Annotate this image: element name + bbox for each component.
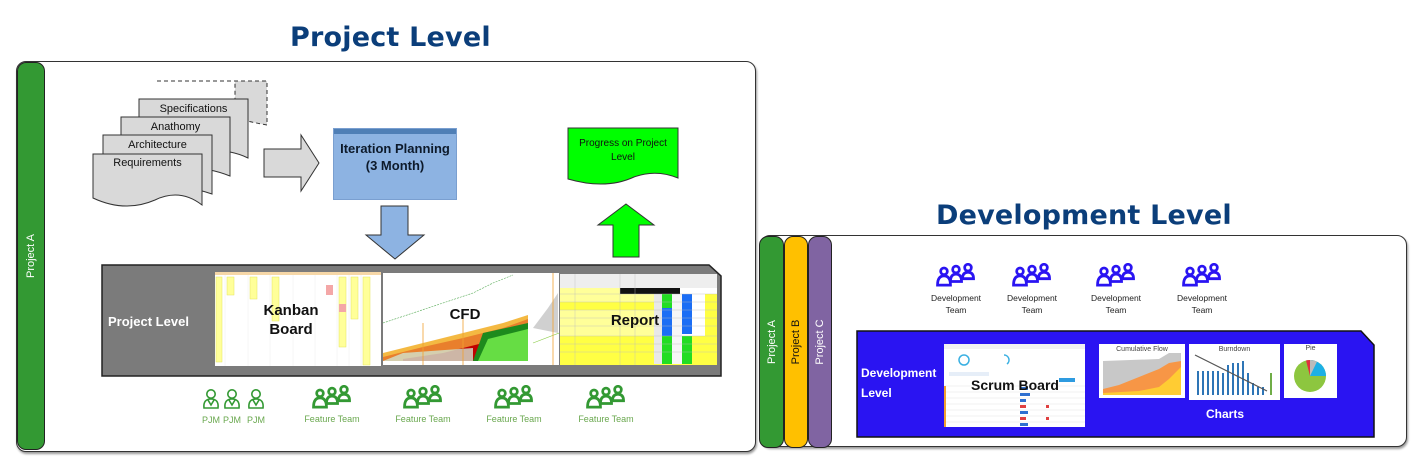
feature-team: Feature Team — [300, 384, 364, 424]
doc-label-specifications: Specifications — [159, 103, 228, 115]
pie-chart[interactable]: Pie — [1284, 344, 1337, 398]
arrow-up-icon — [596, 203, 656, 258]
iteration-header-bar — [334, 129, 456, 134]
kanban-caption-line2: Board — [269, 321, 313, 338]
person-icon — [244, 388, 268, 415]
arrow-right-icon — [263, 133, 320, 193]
cfd-chart — [383, 273, 559, 365]
team-label: PJM — [202, 415, 220, 425]
project-tab-label: Project A — [25, 233, 37, 279]
scrum-board-thumbnail[interactable] — [944, 344, 1085, 427]
iteration-planning-line2: (3 Month) — [365, 158, 425, 173]
team-label: Feature Team — [486, 414, 542, 424]
team-icon — [574, 384, 638, 414]
feature-team: Feature Team — [391, 384, 455, 424]
kanban-caption-line1: Kanban — [263, 302, 319, 319]
progress-label: Progress on Project Level — [579, 138, 667, 163]
dev-project-tab-a[interactable]: Project A — [759, 236, 784, 448]
team-label: PJM — [247, 415, 265, 425]
kanban-board-thumbnail[interactable] — [215, 272, 381, 366]
team-icon — [1084, 262, 1148, 292]
iteration-planning-box[interactable]: Iteration Planning (3 Month) — [333, 128, 457, 200]
cumulative-flow-title: Cumulative Flow — [1116, 346, 1168, 353]
feature-team: Feature Team — [574, 384, 638, 424]
team-icon — [482, 384, 546, 414]
kanban-columns — [215, 272, 381, 366]
arrow-down-icon — [364, 205, 426, 260]
dev-project-tab-b[interactable]: Project B — [784, 236, 808, 448]
team-icon — [1170, 262, 1234, 292]
pjm-member: PJM — [244, 388, 268, 425]
team-label-line2: Team — [1105, 305, 1127, 315]
document-requirements — [92, 153, 203, 207]
progress-document[interactable] — [566, 127, 680, 190]
person-icon — [220, 388, 244, 415]
report-thumbnail[interactable] — [560, 274, 717, 365]
doc-label-architecture: Architecture — [128, 139, 187, 151]
doc-label-requirements: Requirements — [113, 157, 182, 169]
burndown-title: Burndown — [1218, 346, 1251, 353]
dev-project-tab-a-label: Project A — [765, 319, 778, 365]
pjm-member: PJM — [199, 388, 223, 425]
dev-band-label-line2: Level — [861, 386, 892, 400]
dev-project-tab-c[interactable]: Project C — [808, 236, 832, 448]
cfd-caption: CFD — [449, 306, 481, 323]
team-label-line1: Development — [1176, 293, 1228, 303]
team-icon — [391, 384, 455, 414]
team-label-line1: Development — [930, 293, 982, 303]
cumulative-flow-chart[interactable]: Cumulative Flow — [1099, 344, 1185, 398]
scrum-board-caption: Scrum Board — [971, 377, 1059, 393]
project-band-label: Project Level — [108, 314, 189, 329]
team-icon — [300, 384, 364, 414]
iteration-planning-line1: Iteration Planning — [340, 141, 450, 156]
person-icon — [199, 388, 223, 415]
team-label: PJM — [223, 415, 241, 425]
burndown-graphic — [1194, 354, 1272, 395]
dev-project-tab-b-label: Project B — [790, 319, 802, 365]
team-label-line1: Development — [1006, 293, 1058, 303]
project-tab-a[interactable]: Project A — [17, 62, 45, 450]
burndown-chart[interactable]: Burndown — [1189, 344, 1280, 400]
cfd-thumbnail[interactable] — [383, 273, 559, 365]
development-level-title: Development Level — [936, 200, 1232, 231]
doc-label-anathomy: Anathomy — [150, 121, 201, 133]
team-label-line2: Team — [1021, 305, 1043, 315]
pjm-member: PJM — [220, 388, 244, 425]
team-label-line2: Team — [945, 305, 967, 315]
team-label: Feature Team — [304, 414, 360, 424]
feature-team: Feature Team — [482, 384, 546, 424]
team-label-line2: Team — [1191, 305, 1213, 315]
cumulative-flow-graphic — [1103, 353, 1181, 395]
team-icon — [924, 262, 988, 292]
report-table — [560, 274, 717, 365]
document-stack — [92, 80, 268, 207]
team-label: Feature Team — [395, 414, 451, 424]
pie-graphic — [1294, 359, 1326, 392]
scrum-board-screen — [944, 344, 1085, 427]
charts-label: Charts — [1206, 407, 1245, 421]
report-caption: Report — [610, 312, 660, 329]
team-label-line1: Development — [1090, 293, 1142, 303]
dev-band-label-line1: Development — [861, 366, 937, 380]
dev-project-tab-c-label: Project C — [814, 319, 826, 365]
team-icon — [1000, 262, 1064, 292]
pie-title: Pie — [1305, 345, 1316, 352]
project-level-title: Project Level — [290, 22, 491, 53]
team-label: Feature Team — [578, 414, 634, 424]
